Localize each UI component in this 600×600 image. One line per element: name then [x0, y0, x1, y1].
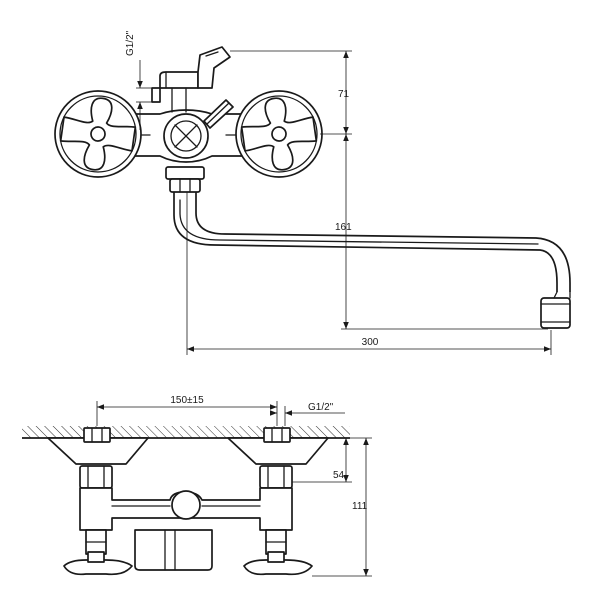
dim-height-upper: 71 [230, 50, 352, 135]
handles-plan [63, 551, 313, 576]
spout-pipe [173, 192, 571, 292]
diverter-lever [203, 99, 234, 129]
label-center-distance: 150±15 [170, 395, 204, 406]
dim-height-spout: 161 [335, 134, 548, 330]
plan-body [79, 487, 293, 531]
handle-left [54, 90, 142, 178]
dim-thread-bottom: G1/2" [270, 402, 345, 426]
dim-thread-top: G1/2" [125, 30, 152, 130]
valve-stems [85, 529, 287, 555]
hex-nuts [79, 465, 293, 489]
inlet-nuts [83, 427, 291, 443]
label-thread-top: G1/2" [125, 30, 136, 56]
label-thread-bottom: G1/2" [308, 402, 334, 413]
diverter-knob [163, 113, 209, 159]
wall-hatching [22, 426, 350, 439]
union-nut [165, 166, 205, 193]
dim-center-distance: 150±15 [96, 395, 278, 426]
spout-root-plan [134, 529, 213, 571]
dim-spout-reach: 300 [186, 192, 552, 355]
wall-flanges [47, 437, 329, 465]
handle-right [235, 90, 323, 178]
front-view: G1/2" 71 161 300 [54, 30, 571, 355]
label-height-spout: 161 [335, 222, 352, 233]
dim-height-54: 54 [292, 438, 352, 483]
plan-view: 150±15 G1/2" 54 111 [22, 395, 372, 577]
label-height-upper: 71 [338, 89, 350, 100]
label-height-111: 111 [352, 501, 368, 512]
shower-outlet [151, 46, 231, 113]
aerator-nozzle [540, 291, 571, 329]
label-height-54: 54 [333, 470, 345, 481]
label-spout-reach: 300 [362, 337, 379, 348]
dim-height-111: 111 [312, 437, 372, 577]
